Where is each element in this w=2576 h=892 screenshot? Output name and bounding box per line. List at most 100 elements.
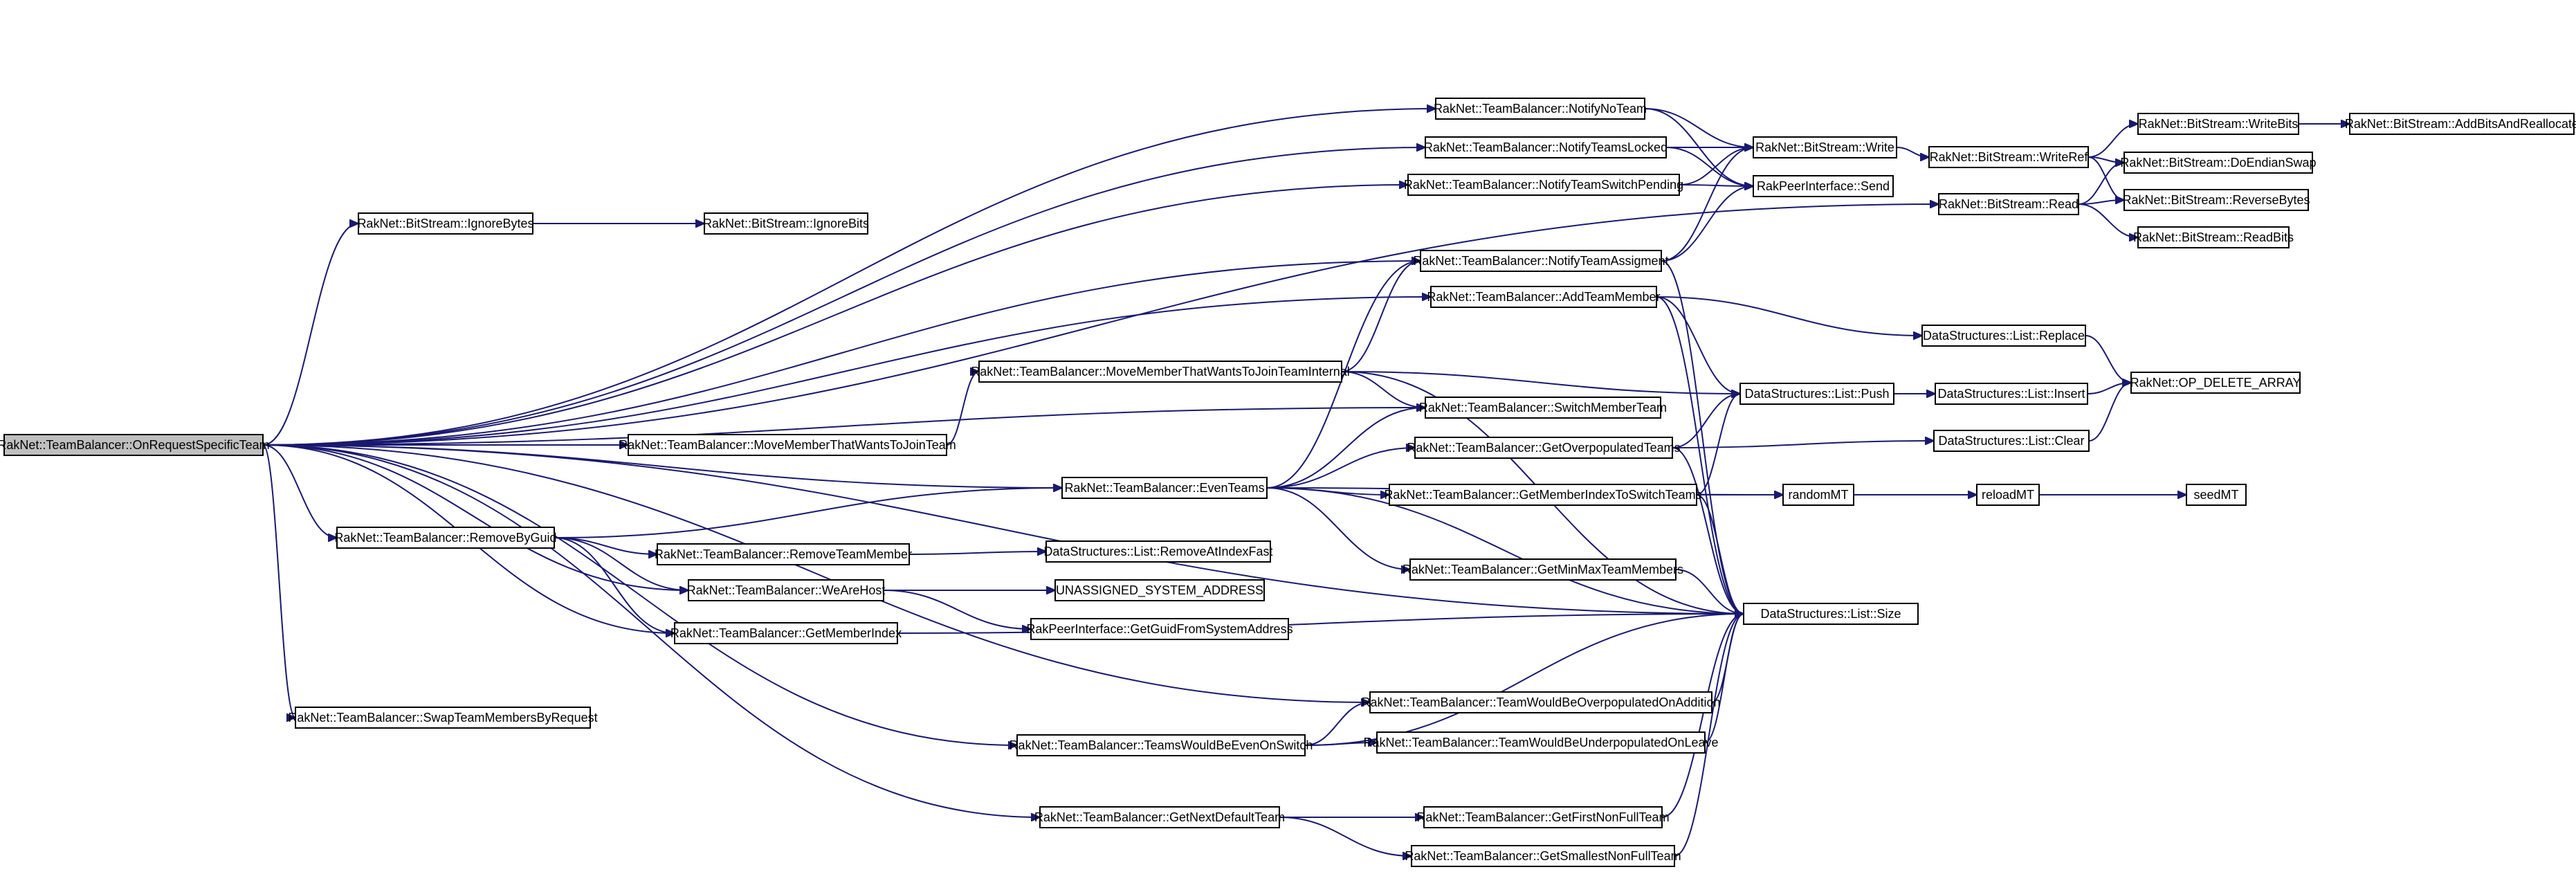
node-getNextDefault[interactable]: RakNet::TeamBalancer::GetNextDefaultTeam <box>1034 806 1285 828</box>
node-notifyTeamsLocked[interactable]: RakNet::TeamBalancer::NotifyTeamsLocked <box>1424 136 1668 158</box>
node-bsRead[interactable]: RakNet::BitStream::Read <box>1938 193 2079 215</box>
node-listReplace[interactable]: DataStructures::List::Replace <box>1921 325 2086 347</box>
node-label: RakNet::TeamBalancer::NotifyNoTeam <box>1434 102 1647 116</box>
node-bsWriteBits[interactable]: RakNet::BitStream::WriteBits <box>2137 113 2299 135</box>
node-weAreHost[interactable]: RakNet::TeamBalancer::WeAreHost <box>687 579 886 601</box>
node-getSmallestNonFull[interactable]: RakNet::TeamBalancer::GetSmallestNonFull… <box>1405 845 1681 867</box>
edge-getMinMax-to-listSize <box>1675 569 1744 614</box>
node-label: RakNet::TeamBalancer::GetSmallestNonFull… <box>1405 849 1681 863</box>
edge-getSmallestNonFull-to-listSize <box>1674 614 1744 857</box>
node-box <box>336 527 555 549</box>
edge-bsWriteRef-to-bsDoEndian <box>2088 156 2124 163</box>
node-getMinMax[interactable]: RakNet::TeamBalancer::GetMinMaxTeamMembe… <box>1403 558 1683 581</box>
node-opDelete[interactable]: RakNet::OP_DELETE_ARRAY <box>2130 372 2301 394</box>
node-seedMT[interactable]: seedMT <box>2186 484 2247 506</box>
node-label: RakNet::TeamBalancer::TeamWouldBeUnderpo… <box>1364 736 1719 749</box>
node-box <box>1389 484 1697 506</box>
node-label: RakNet::BitStream::IgnoreBytes <box>357 217 533 230</box>
node-swapByRequest[interactable]: RakNet::TeamBalancer::SwapTeamMembersByR… <box>288 707 598 729</box>
node-box <box>1921 325 2086 347</box>
edge-removeByGuid-to-getMemberIndex <box>554 537 675 633</box>
node-switchMember[interactable]: RakNet::TeamBalancer::SwitchMemberTeam <box>1419 397 1667 419</box>
edge-bsWriteRef-to-bsWriteBits <box>2088 124 2138 158</box>
edge-listInsert-to-opDelete <box>2087 383 2131 394</box>
node-root[interactable]: RakNet::TeamBalancer::OnRequestSpecificT… <box>0 434 270 456</box>
node-moveInternal[interactable]: RakNet::TeamBalancer::MoveMemberThatWant… <box>971 361 1350 383</box>
node-label: RakNet::TeamBalancer::SwitchMemberTeam <box>1419 401 1667 415</box>
node-bsIgnoreBytes[interactable]: RakNet::BitStream::IgnoreBytes <box>357 212 534 235</box>
node-label: RakNet::BitStream::ReadBits <box>2133 230 2294 244</box>
node-wouldEven[interactable]: RakNet::TeamBalancer::TeamsWouldBeEvenOn… <box>1010 734 1313 756</box>
node-box <box>978 361 1342 383</box>
node-box <box>1753 136 1897 158</box>
node-listClear[interactable]: DataStructures::List::Clear <box>1933 430 2090 452</box>
node-removeByGuid[interactable]: RakNet::TeamBalancer::RemoveByGuid <box>334 527 557 549</box>
edge-getNextDefault-to-getSmallestNonFull <box>1279 817 1412 856</box>
node-label: RakNet::TeamBalancer::MoveMemberThatWant… <box>971 365 1350 379</box>
edge-root-to-weAreHost <box>262 444 688 590</box>
node-removeTeamMember[interactable]: RakNet::TeamBalancer::RemoveTeamMember <box>655 543 912 565</box>
node-box <box>1435 98 1645 120</box>
node-notifySwitchPending[interactable]: RakNet::TeamBalancer::NotifyTeamSwitchPe… <box>1404 174 1683 196</box>
node-box <box>1938 193 2079 215</box>
node-notifyAssign[interactable]: RakNet::TeamBalancer::NotifyTeamAssigmen… <box>1413 250 1669 272</box>
node-bsWrite[interactable]: RakNet::BitStream::Write <box>1753 136 1897 158</box>
edge-notifyAssign-to-rpSend <box>1661 186 1753 262</box>
node-bsReverse[interactable]: RakNet::BitStream::ReverseBytes <box>2122 189 2310 211</box>
edge-root-to-getNextDefault <box>262 444 1040 817</box>
edge-wouldEven-to-wouldOverpop <box>1304 702 1370 746</box>
node-reloadMT[interactable]: reloadMT <box>1976 484 2040 506</box>
node-listInsert[interactable]: DataStructures::List::Insert <box>1935 383 2088 405</box>
node-label: RakNet::TeamBalancer::AddTeamMember <box>1427 290 1660 304</box>
node-label: RakPeerInterface::Send <box>1757 179 1890 193</box>
node-box <box>1782 484 1854 506</box>
node-label: RakNet::TeamBalancer::GetFirstNonFullTea… <box>1416 810 1669 824</box>
edge-getFirstNonFull-to-listSize <box>1661 614 1744 818</box>
node-wouldUnderpop[interactable]: RakNet::TeamBalancer::TeamWouldBeUnderpo… <box>1364 731 1719 754</box>
node-bsDoEndian[interactable]: RakNet::BitStream::DoEndianSwap <box>2120 152 2317 174</box>
node-unassignedAddr[interactable]: UNASSIGNED_SYSTEM_ADDRESS <box>1054 579 1265 601</box>
node-getMemberIdxSwitch[interactable]: RakNet::TeamBalancer::GetMemberIndexToSw… <box>1384 484 1702 506</box>
edge-root-to-switchMember <box>262 408 1425 446</box>
node-label: reloadMT <box>1982 488 2034 502</box>
node-bsIgnoreBits[interactable]: RakNet::BitStream::IgnoreBits <box>703 212 869 235</box>
node-rpSend[interactable]: RakPeerInterface::Send <box>1753 175 1894 197</box>
node-bsWriteRef[interactable]: RakNet::BitStream::WriteRef <box>1928 146 2089 168</box>
edge-listReplace-to-opDelete <box>2085 335 2131 383</box>
node-bsAddBits[interactable]: RakNet::BitStream::AddBitsAndReallocate <box>2345 113 2576 135</box>
node-label: RakNet::TeamBalancer::SwapTeamMembersByR… <box>288 711 597 725</box>
edge-evenTeams-to-getMinMax <box>1266 487 1410 570</box>
node-getOverpop[interactable]: RakNet::TeamBalancer::GetOverpopulatedTe… <box>1407 437 1681 459</box>
node-getFirstNonFull[interactable]: RakNet::TeamBalancer::GetFirstNonFullTea… <box>1416 806 1670 828</box>
node-box <box>1928 146 2089 168</box>
edge-notifyNoTeam-to-bsWrite <box>1644 108 1753 147</box>
node-label: RakNet::TeamBalancer::MoveMemberThatWant… <box>619 438 956 452</box>
node-notifyNoTeam[interactable]: RakNet::TeamBalancer::NotifyNoTeam <box>1434 98 1647 120</box>
node-box <box>3 434 264 456</box>
node-listRemoveFast[interactable]: DataStructures::List::RemoveAtIndexFast <box>1043 540 1273 563</box>
node-getGuidFromAddr[interactable]: RakPeerInterface::GetGuidFromSystemAddre… <box>1026 618 1293 640</box>
node-box <box>1016 734 1306 756</box>
node-label: RakNet::TeamBalancer::RemoveByGuid <box>334 531 556 545</box>
node-moveJoin[interactable]: RakNet::TeamBalancer::MoveMemberThatWant… <box>619 434 956 456</box>
node-wouldOverpop[interactable]: RakNet::TeamBalancer::TeamWouldBeOverpop… <box>1362 691 1721 713</box>
edge-bsRead-to-bsDoEndian <box>2078 163 2124 205</box>
node-box <box>1407 174 1680 196</box>
node-evenTeams[interactable]: RakNet::TeamBalancer::EvenTeams <box>1061 477 1268 499</box>
edge-root-to-notifyNoTeam <box>262 109 1436 446</box>
node-addTeamMember[interactable]: RakNet::TeamBalancer::AddTeamMember <box>1427 286 1661 308</box>
node-box <box>1976 484 2040 506</box>
edge-getOverpop-to-listClear <box>1672 441 1934 448</box>
node-listPush[interactable]: DataStructures::List::Push <box>1739 383 1894 405</box>
node-getMemberIndex[interactable]: RakNet::TeamBalancer::GetMemberIndex <box>670 622 902 644</box>
edge-evenTeams-to-listSize <box>1266 487 1744 614</box>
node-randomMT[interactable]: randomMT <box>1782 484 1854 506</box>
node-label: RakNet::BitStream::WriteBits <box>2139 117 2299 131</box>
edge-removeByGuid-to-weAreHost <box>554 537 688 590</box>
edge-listClear-to-opDelete <box>2088 383 2131 442</box>
node-bsReadBits[interactable]: RakNet::BitStream::ReadBits <box>2133 226 2294 248</box>
edge-root-to-notifyTeamsLocked <box>262 147 1425 446</box>
edge-bsWrite-to-bsWriteRef <box>1896 147 1929 157</box>
node-listSize[interactable]: DataStructures::List::Size <box>1743 603 1919 625</box>
node-box <box>358 212 533 235</box>
